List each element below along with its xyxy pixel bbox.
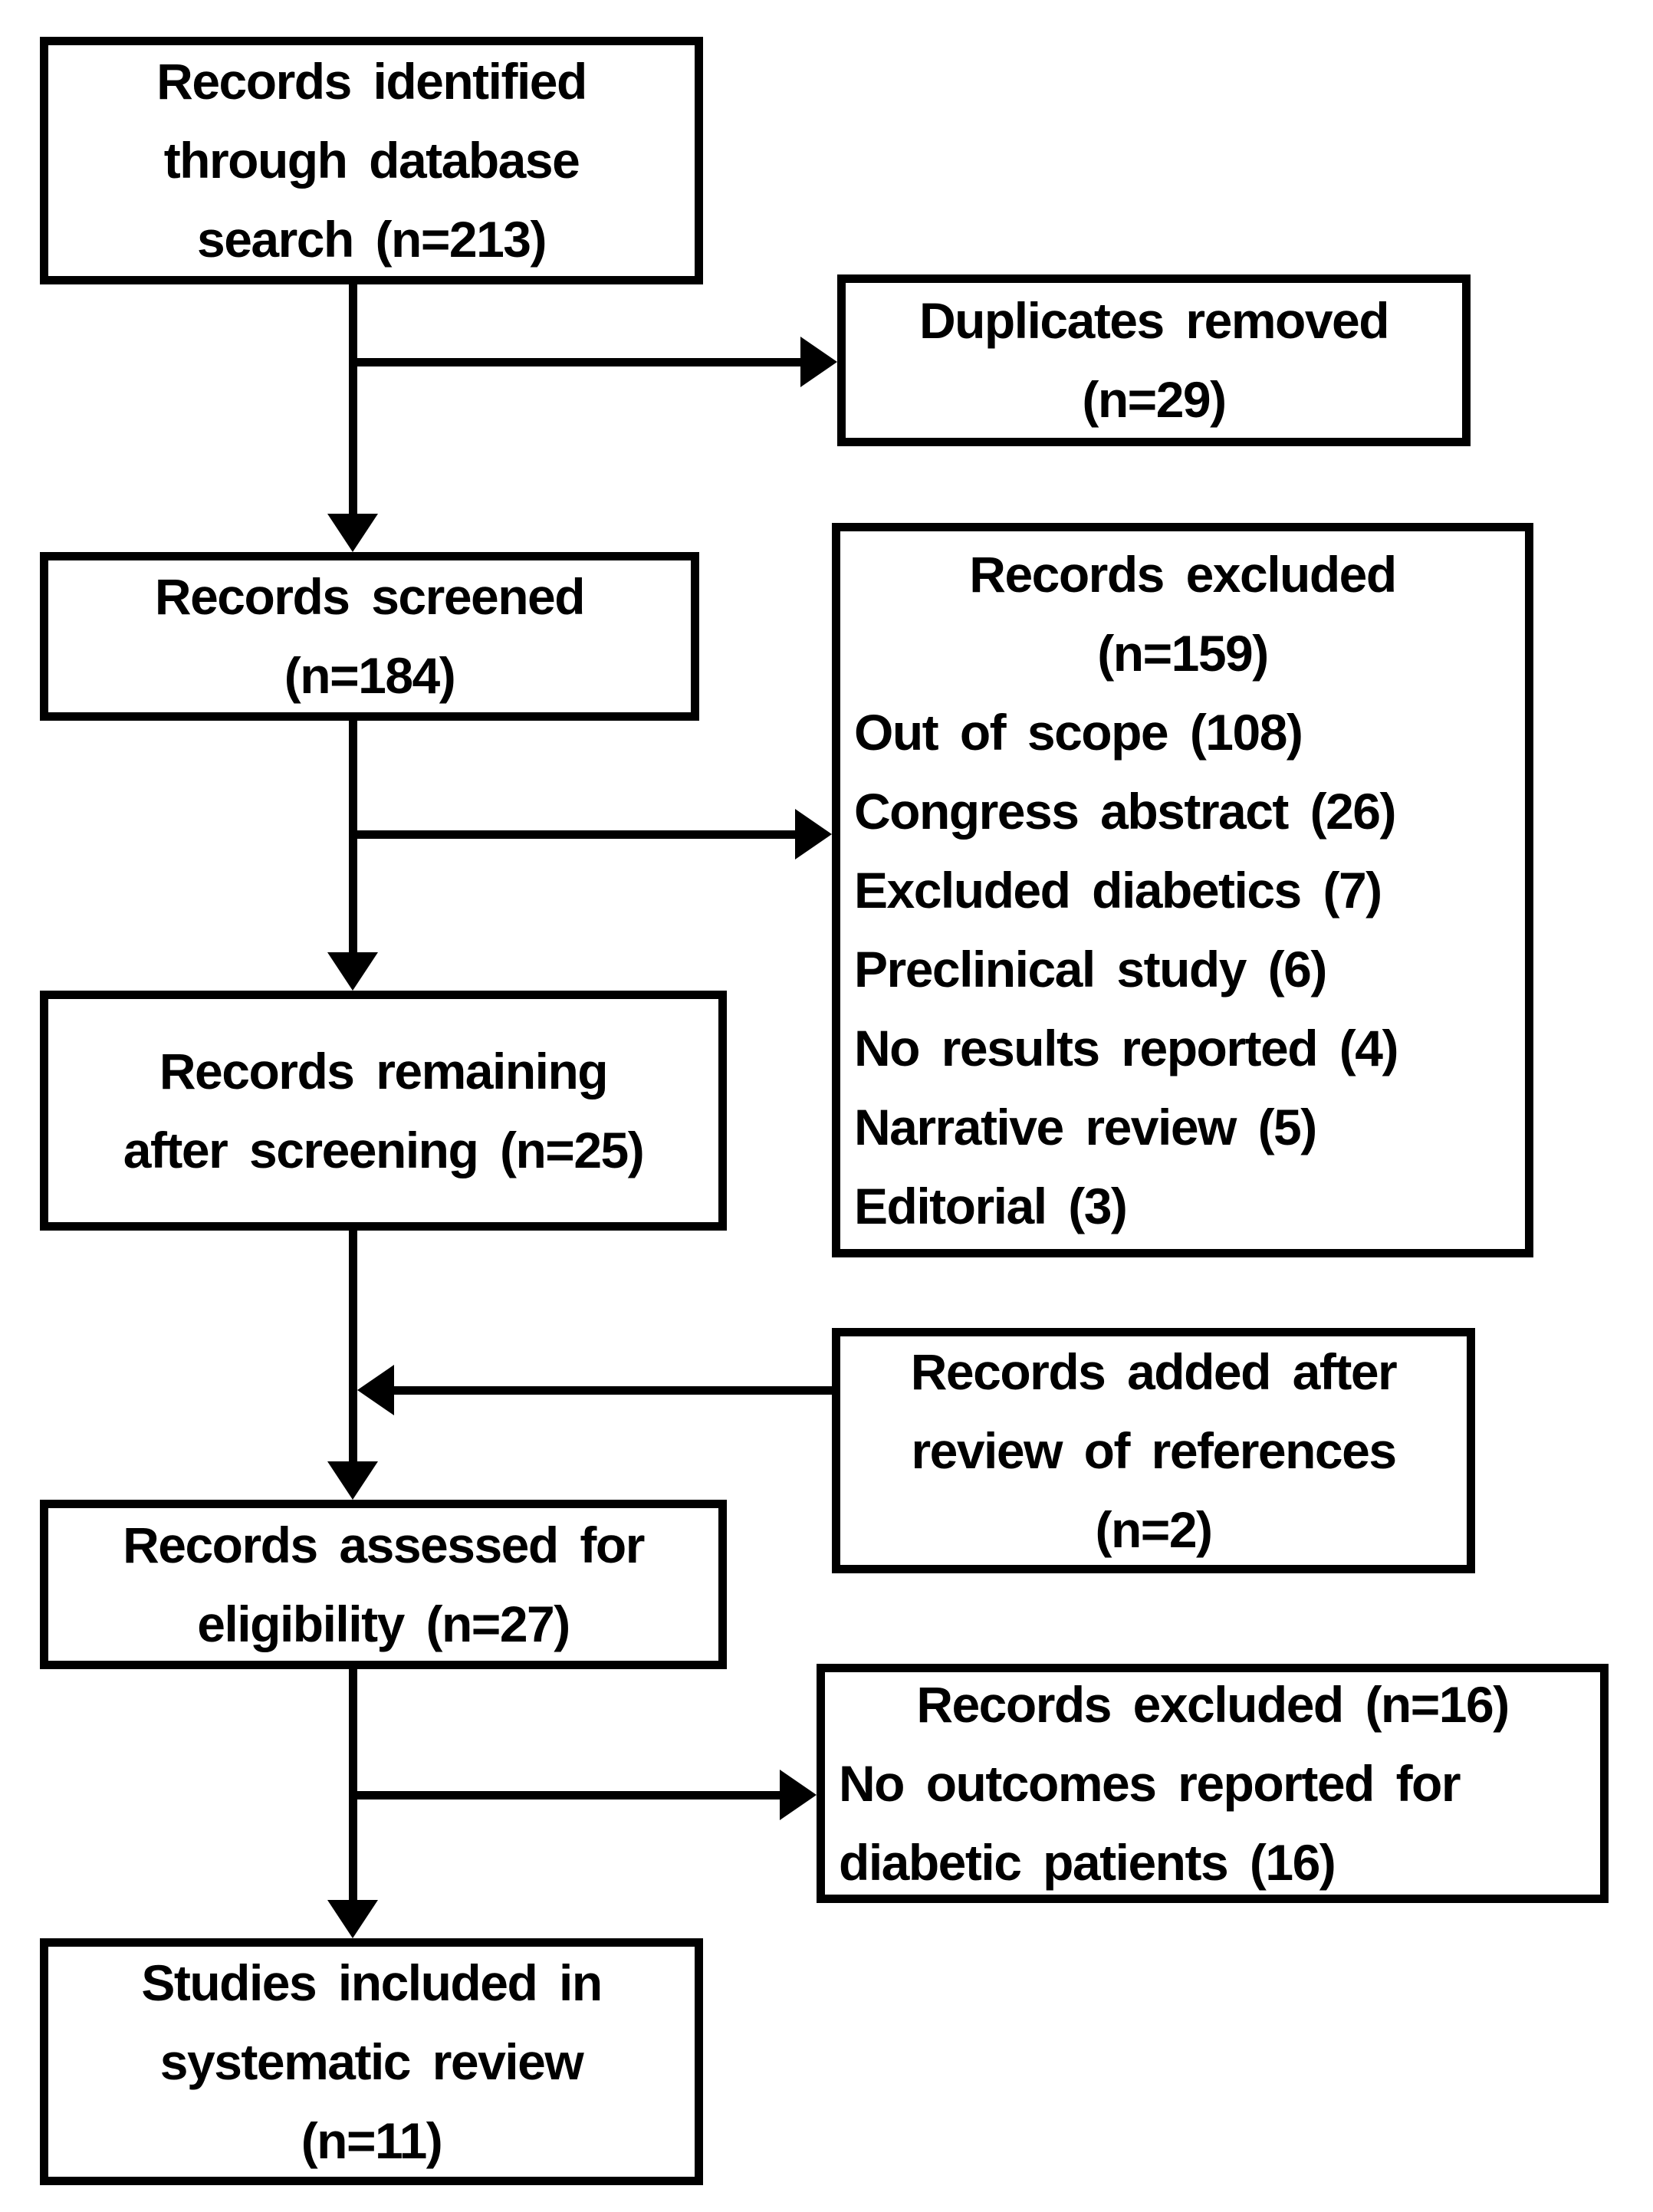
connector-identified-to-screened [349, 284, 357, 515]
box-records-excluded-eligibility: Records excluded (n=16) No outcomes repo… [817, 1664, 1609, 1903]
connector-to-excluded-eligibility [349, 1791, 780, 1800]
box-text-line: after screening (n=25) [123, 1121, 645, 1178]
box-text-line: (n=159) [1097, 624, 1269, 682]
exclusion-reason: Preclinical study (6) [854, 940, 1327, 998]
exclusion-reason: Narrative review (5) [854, 1098, 1317, 1155]
box-text-line: search (n=213) [197, 211, 547, 268]
arrowhead-left-into-mainline [357, 1365, 394, 1415]
box-text-line: Duplicates removed [919, 292, 1390, 349]
box-text-line: Records excluded (n=16) [916, 1675, 1510, 1733]
exclusion-reason: Excluded diabetics (7) [854, 861, 1382, 919]
box-duplicates-removed: Duplicates removed (n=29) [837, 274, 1471, 446]
box-records-screened: Records screened (n=184) [40, 552, 699, 721]
box-text-line: through database [163, 132, 580, 189]
box-studies-included: Studies included in systematic review (n… [40, 1938, 703, 2185]
box-text-line: Records identified [156, 53, 587, 110]
box-text-line: Records excluded [969, 545, 1397, 603]
box-text-line: Records screened [154, 568, 586, 625]
box-text-line: (n=2) [1095, 1500, 1213, 1558]
box-records-excluded-screening: Records excluded (n=159) Out of scope (1… [832, 523, 1533, 1257]
box-records-identified: Records identified through database sear… [40, 37, 703, 284]
exclusion-reason: No outcomes reported for [839, 1754, 1461, 1812]
box-text-line: Studies included in [141, 1954, 603, 2011]
connector-remaining-to-assessed [349, 1231, 357, 1463]
exclusion-reason: No results reported (4) [854, 1019, 1398, 1076]
arrowhead-down-into-remaining [327, 952, 378, 991]
exclusion-reason: Congress abstract (26) [854, 782, 1397, 840]
box-records-remaining: Records remaining after screening (n=25) [40, 991, 727, 1231]
arrowhead-right-into-excluded-eligibility [780, 1770, 817, 1820]
arrowhead-down-into-screened [327, 514, 378, 552]
exclusion-reason: diabetic patients (16) [839, 1833, 1336, 1891]
box-records-added: Records added after review of references… [832, 1328, 1475, 1573]
connector-assessed-to-included [349, 1669, 357, 1901]
box-text-line: eligibility (n=27) [197, 1595, 570, 1652]
exclusion-reason: Editorial (3) [854, 1177, 1128, 1234]
box-text-line: Records remaining [159, 1042, 609, 1099]
box-text-line: Records added after [910, 1343, 1398, 1400]
box-text-line: (n=184) [284, 647, 456, 704]
box-text-line: (n=29) [1082, 371, 1227, 428]
arrowhead-down-into-included [327, 1900, 378, 1938]
arrowhead-right-into-excluded-screening [795, 809, 832, 859]
box-text-line: review of references [911, 1422, 1397, 1479]
exclusion-reason: Out of scope (108) [854, 703, 1303, 761]
connector-from-added [394, 1386, 832, 1395]
box-text-line: Records assessed for [123, 1516, 645, 1573]
arrowhead-right-into-duplicates [800, 337, 837, 387]
box-text-line: systematic review [159, 2033, 584, 2090]
box-records-assessed: Records assessed for eligibility (n=27) [40, 1500, 727, 1669]
connector-to-excluded-screening [349, 830, 795, 839]
connector-to-duplicates [349, 358, 803, 366]
arrowhead-down-into-assessed [327, 1461, 378, 1500]
box-text-line: (n=11) [301, 2112, 443, 2169]
